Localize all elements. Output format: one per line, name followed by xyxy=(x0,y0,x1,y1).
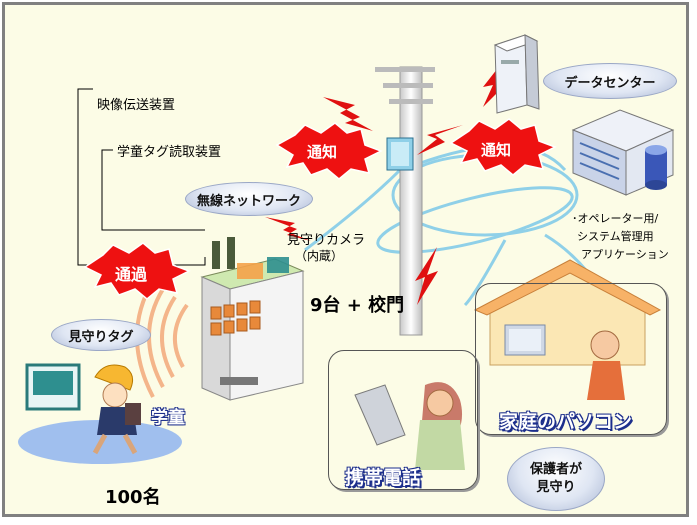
notify-left-label: 通知 xyxy=(307,143,338,161)
unit-count-label: 9台 + 校門 xyxy=(310,295,405,316)
mobile-phone-card xyxy=(328,350,478,490)
watch-tag-label: 見守りタグ xyxy=(68,329,134,345)
video-device-label: 映像伝送装置 xyxy=(97,98,176,113)
student-label: 学童 xyxy=(151,408,185,428)
woman-phone-icon xyxy=(354,382,465,470)
device-bracket-lines xyxy=(77,88,206,266)
watch-tag-pill: 見守りタグ xyxy=(51,319,151,351)
person-pc-icon xyxy=(504,324,625,400)
pass-label: 通過 xyxy=(115,265,148,284)
database-icon xyxy=(645,145,667,190)
wireless-network-pill: 無線ネットワーク xyxy=(185,182,313,216)
camera-label-line1: 見守りカメラ xyxy=(287,233,366,248)
data-center-pill: データセンター xyxy=(543,63,677,99)
diagram-frame: 映像伝送装置 学童タグ読取装置 無線ネットワーク 見守りカメラ （内蔵） 9台 … xyxy=(2,2,689,517)
student-count-label: 100名 xyxy=(105,487,161,508)
notify-burst-right xyxy=(449,118,557,176)
notify-right-label: 通知 xyxy=(481,141,512,159)
camera-label-line2: （内蔵） xyxy=(295,249,344,263)
gate-reader-icon xyxy=(200,237,305,401)
app-label-line2: システム管理用 xyxy=(577,230,654,243)
guardian-label-line2: 見守り xyxy=(536,480,576,495)
antenna-pole-icon xyxy=(375,66,435,336)
tag-reader-label: 学童タグ読取装置 xyxy=(117,145,222,160)
home-pc-label: 家庭のパソコン xyxy=(499,411,633,433)
mobile-phone-label: 携帯電話 xyxy=(345,467,422,489)
notify-burst-left xyxy=(275,122,383,180)
wireless-network-label: 無線ネットワーク xyxy=(196,193,301,209)
guardian-label-line1: 保護者が xyxy=(529,462,582,477)
app-label-line1: ･オペレーター用/ xyxy=(572,212,659,225)
tag-device-icon xyxy=(25,363,81,411)
app-label-line3: アプリケーション xyxy=(581,248,669,261)
guardian-pill: 保護者が 見守り xyxy=(507,447,605,511)
server-icon xyxy=(493,34,540,114)
child-icon xyxy=(92,364,141,455)
pass-burst xyxy=(83,242,191,300)
data-center-label: データセンター xyxy=(564,75,656,91)
diagram-graphics xyxy=(18,34,675,470)
